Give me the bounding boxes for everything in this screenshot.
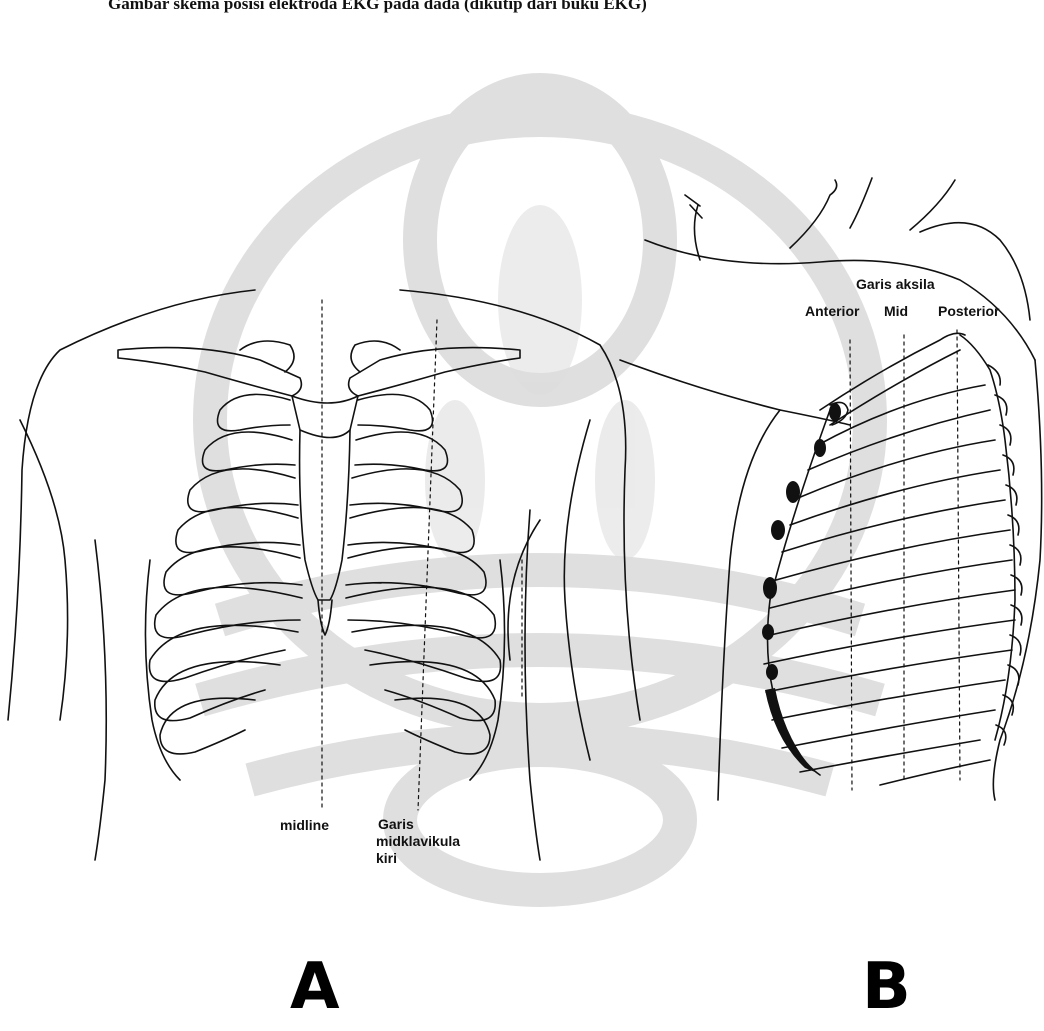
panel-b-letter: B [862,955,911,1019]
panel-a-right-ribs [145,394,302,780]
mid-axillary-label: Mid [884,304,908,318]
panel-b-ribcage [764,333,1022,785]
posterior-axillary-label: Posterior [938,304,999,318]
midline-label: midline [280,818,329,832]
mcl-label-line-3: kiri [376,851,397,865]
anterior-axillary-label: Anterior [805,304,859,318]
panel-a-letter: A [290,955,340,1019]
panel-a-left-ribs [346,394,505,780]
mcl-label-line-2: midklavikula [376,834,460,848]
mcl-label-line-1: Garis [378,817,414,831]
panel-b-electrodes [762,403,841,772]
panel-a-midclavicular-line [418,320,522,810]
panel-b-axillary-lines [850,330,960,790]
panel-a-torso-outline [8,290,640,860]
panel-a-clavicles [118,341,520,396]
axillary-line-title: Garis aksila [856,277,935,291]
panel-a-sternum [292,396,358,635]
